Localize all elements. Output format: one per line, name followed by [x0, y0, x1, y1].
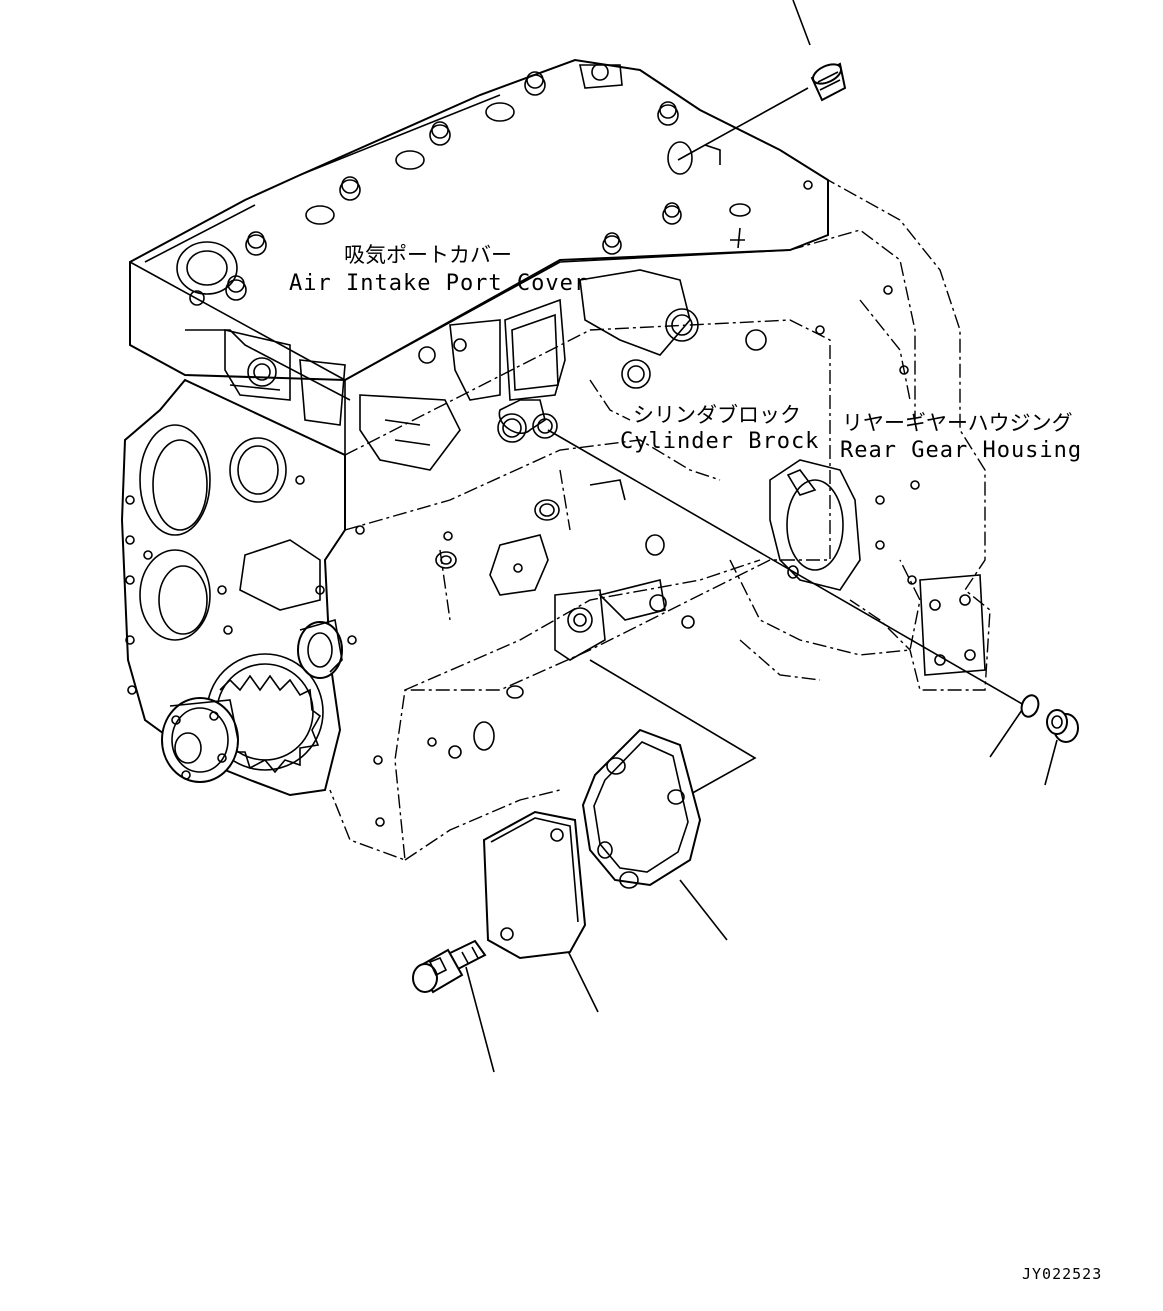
rear-gear-housing-label-jp: リヤーギヤーハウジング [842, 411, 1073, 435]
rear-gear-housing-label-en: Rear Gear Housing [840, 438, 1083, 463]
cap-plug [810, 62, 847, 102]
threaded-plug [1046, 709, 1079, 743]
o-ring [1020, 694, 1040, 718]
air-intake-label-en: Air Intake Port Cover [289, 271, 589, 296]
air-intake-label-jp: 吸気ポートカバー [344, 243, 512, 267]
gasket [581, 728, 702, 889]
cylinder-block-label-en: Cylinder Brock [620, 429, 820, 454]
cylinder-block-label-jp: シリンダブロック [633, 403, 801, 427]
rear-gear-housing [769, 149, 991, 691]
leader-lines [465, 0, 1058, 1073]
cylinder-block [329, 319, 921, 862]
flange-bolt [412, 939, 487, 994]
intake-port-region [359, 269, 767, 471]
front-timing-cover [120, 378, 346, 797]
drawing-code: JY022523 [1022, 1265, 1103, 1283]
cylinder-head [129, 58, 829, 455]
cover-plate [482, 810, 587, 960]
